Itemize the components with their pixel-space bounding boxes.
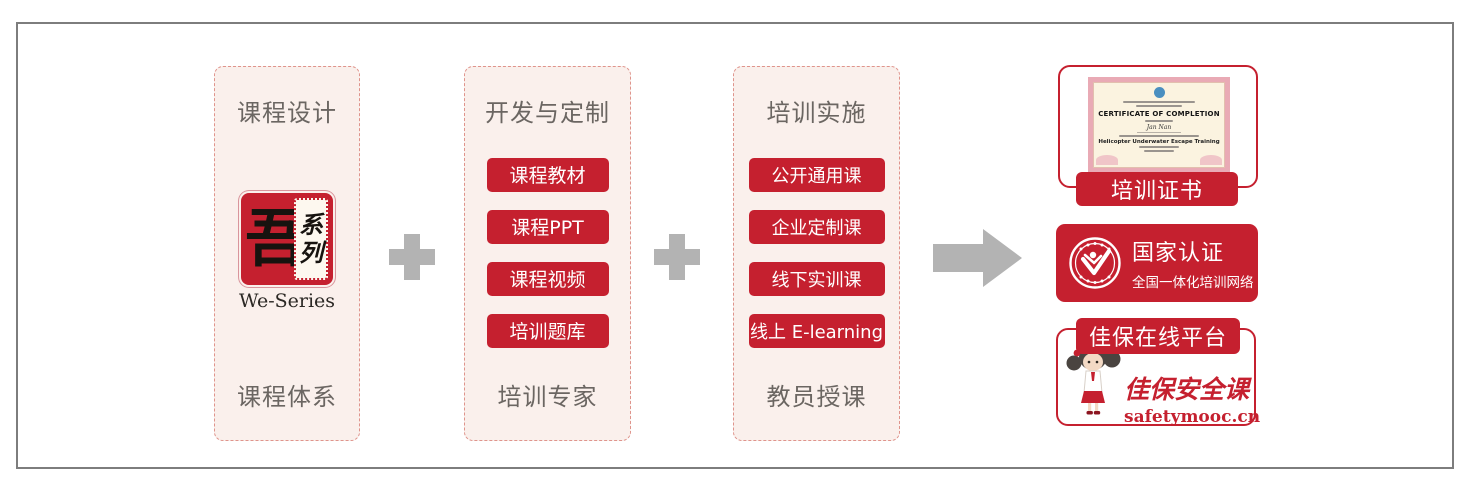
- certificate-emblem-icon: [1153, 87, 1165, 98]
- tag-pill: 企业定制课: [748, 209, 885, 244]
- arrow-right-icon: [933, 222, 1023, 298]
- stage-column-course-design: 课程设计 吾 系 列 We-Series 课程体系: [214, 66, 360, 441]
- tag-pill: 线下实训课: [748, 261, 885, 296]
- tag-pill: 课程教材: [486, 157, 609, 192]
- stage-column-development: 开发与定制 课程教材 课程PPT 课程视频 培训题库 培训专家: [464, 66, 631, 441]
- stage-footer: 课程体系: [237, 383, 337, 411]
- seal-main-glyph: 吾: [245, 202, 308, 275]
- certificate-recipient: Jan Nan: [1136, 124, 1182, 133]
- tag-pill: 课程PPT: [486, 209, 609, 244]
- we-series-seal-icon: 吾 系 列: [241, 193, 333, 285]
- platform-brand: 佳保安全课: [1124, 375, 1250, 404]
- tag-pill: 线上 E-learning: [748, 313, 885, 348]
- plus-icon: [654, 234, 700, 280]
- tag-pill: 课程视频: [486, 261, 609, 296]
- floral-ornament: [1096, 155, 1118, 165]
- we-series-seal: 吾 系 列 We-Series: [239, 193, 335, 312]
- national-certification-badge: 国家认证 全国一体化培训网络: [1056, 224, 1258, 302]
- platform-label: 佳保在线平台: [1076, 318, 1240, 354]
- stage-footer: 培训专家: [497, 383, 598, 411]
- tag-list: 公开通用课 企业定制课 线下实训课 线上 E-learning: [748, 149, 885, 357]
- stage-footer: 教员授课: [766, 383, 867, 411]
- mascot-girl-icon: [1064, 339, 1122, 421]
- certificate-course: Helicopter Underwater Escape Training: [1098, 139, 1220, 145]
- plus-icon: [389, 234, 435, 280]
- national-emblem-icon: [1069, 237, 1121, 289]
- stage-header: 课程设计: [237, 99, 337, 127]
- certificate-label: 培训证书: [1076, 172, 1238, 206]
- certificate-title: CERTIFICATE OF COMPLETION: [1098, 110, 1220, 118]
- stage-column-implementation: 培训实施 公开通用课 企业定制课 线下实训课 线上 E-learning 教员授…: [733, 66, 900, 441]
- seal-caption: We-Series: [238, 290, 336, 312]
- certificate-card: CERTIFICATE OF COMPLETION Jan Nan Helico…: [1058, 65, 1258, 188]
- seal-side-panel: 系 列: [294, 198, 328, 280]
- tag-list: 课程教材 课程PPT 课程视频 培训题库: [486, 149, 609, 357]
- certificate-image: CERTIFICATE OF COMPLETION Jan Nan Helico…: [1088, 77, 1230, 173]
- stage-header: 开发与定制: [485, 99, 610, 127]
- platform-url: safetymooc.cn: [1124, 407, 1261, 427]
- national-badge-title: 国家认证: [1132, 241, 1225, 266]
- national-badge-subtitle: 全国一体化培训网络: [1132, 275, 1254, 291]
- seal-side-glyph-top: 系: [299, 210, 323, 239]
- floral-ornament: [1200, 155, 1222, 165]
- tag-pill: 公开通用课: [748, 157, 885, 192]
- stage-header: 培训实施: [766, 99, 867, 127]
- tag-pill: 培训题库: [486, 313, 609, 348]
- seal-side-glyph-bottom: 列: [299, 238, 323, 267]
